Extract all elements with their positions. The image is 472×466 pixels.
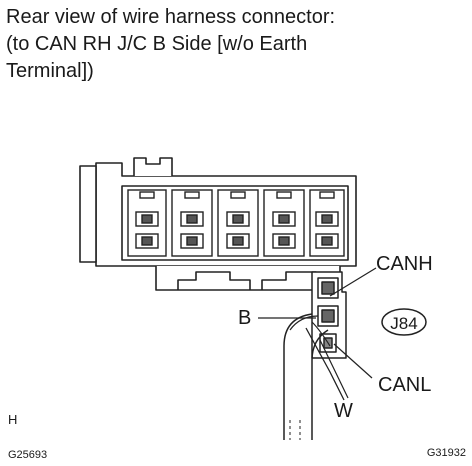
connector-id-badge: J84 [381,308,427,336]
cavity-column-4 [263,189,305,257]
wire-w [305,327,345,401]
harness-outer-left [283,313,313,440]
cavity-column-2 [171,189,213,257]
label-b: B [238,307,251,329]
label-canh: CANH [376,253,433,275]
wire-b [311,321,331,347]
caption-line-2: (to CAN RH J/C B Side [w/o Earth [6,33,308,55]
cavity-column-1 [127,189,167,257]
main-connector-cavities [127,189,345,257]
main-connector-latch [133,157,173,176]
leader-canl [333,343,373,379]
label-w: W [334,400,353,422]
leader-canh [329,267,377,297]
label-canl: CANL [378,374,431,396]
figure-code-left: G25693 [8,449,47,461]
main-connector-side-block [79,165,97,263]
harness-tube-top [289,315,319,331]
leader-lines [258,267,377,399]
diagram-caption: Rear view of wire harness connector: (to… [6,4,466,85]
connector-id-text: J84 [390,314,417,333]
caption-line-3: Terminal]) [6,60,94,82]
cavity-column-3 [217,189,259,257]
cavity-column-5 [309,189,345,257]
wire-harness [283,313,345,440]
figure-code-right: G31932 [427,447,466,459]
label-h: H [8,412,17,427]
caption-line-1: Rear view of wire harness connector: [6,6,336,28]
leader-w [319,339,349,399]
